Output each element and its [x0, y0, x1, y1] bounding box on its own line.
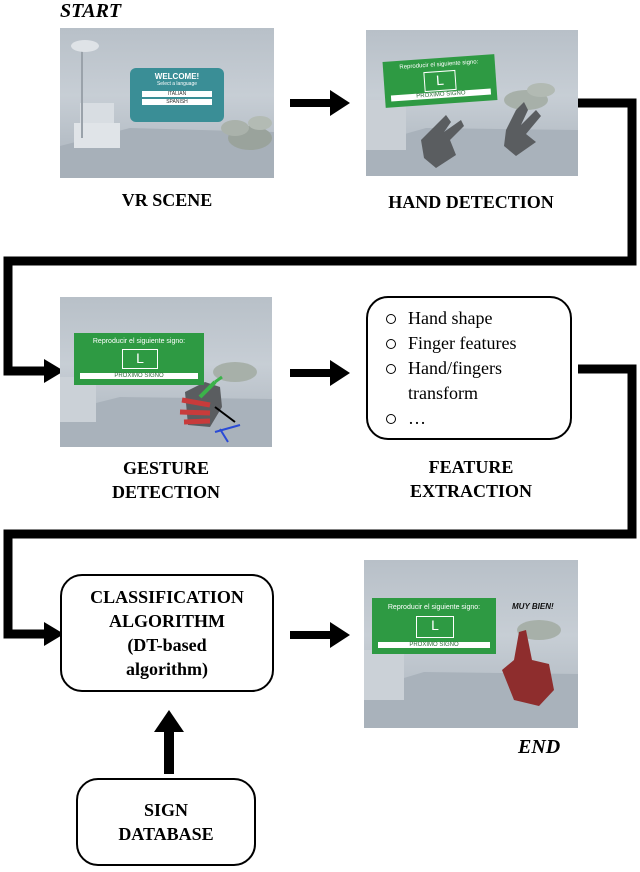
- sign-prompt-panel-3: Reproducir el siguiente signo: L PROXIMO…: [372, 598, 496, 654]
- database-line1: SIGN: [143, 800, 188, 820]
- feature-item-hand-fingers: Hand/fingers: [386, 356, 560, 381]
- feature-item-hand-shape: Hand shape: [386, 306, 560, 331]
- sign-database-box: SIGN DATABASE: [76, 778, 256, 866]
- sign-prompt-panel-2: Reproducir el siguiente signo: L PROXIMO…: [74, 333, 204, 385]
- arrow-right-icon-2: [290, 360, 350, 386]
- gesture-detection-caption: GESTURE DETECTION: [60, 456, 272, 504]
- arrow-right-icon-3: [290, 622, 350, 648]
- classification-line4: algorithm): [126, 659, 208, 679]
- hand-detection-image: Reproducir el siguiente signo: L PROXIMO…: [366, 30, 578, 176]
- feature-extraction-caption: FEATURE EXTRACTION: [356, 455, 586, 503]
- hand-detection-caption: HAND DETECTION: [388, 192, 554, 212]
- feature-caption-line2: EXTRACTION: [409, 481, 533, 501]
- database-line2: DATABASE: [118, 824, 214, 844]
- classification-line2: ALGORITHM: [108, 611, 225, 631]
- feature-caption-line1: FEATURE: [428, 457, 514, 477]
- room-with-skeleton-hand-icon: [60, 362, 272, 447]
- feature-item-ellipsis: …: [386, 406, 560, 431]
- welcome-panel: WELCOME! Select a language ITALIAN SPANI…: [130, 68, 224, 122]
- connector-1-icon: [3, 98, 637, 383]
- sign-prompt-text-2: Reproducir el siguiente signo:: [92, 338, 186, 345]
- result-scene-image: Reproducir el siguiente signo: L PROXIMO…: [364, 560, 578, 728]
- room-with-pointing-hand-icon: [364, 620, 578, 728]
- feature-item-finger-features: Finger features: [386, 331, 560, 356]
- italian-option[interactable]: ITALIAN: [142, 91, 212, 97]
- gesture-caption-line2: DETECTION: [111, 482, 221, 502]
- sign-letter: L: [423, 69, 457, 93]
- arrow-up-icon: [154, 710, 184, 774]
- gesture-detection-image: Reproducir el siguiente signo: L PROXIMO…: [60, 297, 272, 447]
- connector-2-icon: [3, 364, 637, 646]
- arrow-right-icon: [290, 90, 350, 116]
- sign-prompt-text: Reproducir el siguiente signo:: [399, 59, 479, 71]
- room-with-hands-icon: [366, 83, 578, 176]
- welcome-title: WELCOME!: [154, 72, 200, 81]
- end-label: END: [518, 736, 561, 758]
- spanish-option[interactable]: SPANISH: [142, 99, 212, 105]
- welcome-subtitle: Select a language: [156, 81, 198, 87]
- classification-box: CLASSIFICATION ALGORITHM (DT-based algor…: [60, 574, 274, 692]
- feature-item-transform: transform: [408, 383, 478, 403]
- gesture-caption-line1: GESTURE: [122, 458, 210, 478]
- sign-prompt-text-3: Reproducir el siguiente signo:: [387, 604, 481, 611]
- sign-letter-3: L: [416, 616, 454, 638]
- vr-scene-caption: VR SCENE: [121, 190, 213, 210]
- start-label: START: [60, 0, 122, 22]
- next-sign-button-2[interactable]: PROXIMO SIGNO: [80, 373, 198, 379]
- next-sign-button-3[interactable]: PROXIMO SIGNO: [378, 642, 490, 648]
- room-background-icon: [60, 40, 274, 178]
- classification-line1: CLASSIFICATION: [90, 587, 244, 607]
- feedback-text: MUY BIEN!: [512, 602, 554, 611]
- sign-letter-2: L: [122, 349, 158, 369]
- feature-list-box: Hand shape Finger features Hand/fingers …: [366, 296, 572, 440]
- vr-scene-image: WELCOME! Select a language ITALIAN SPANI…: [60, 28, 274, 178]
- classification-line3: (DT-based: [127, 635, 207, 655]
